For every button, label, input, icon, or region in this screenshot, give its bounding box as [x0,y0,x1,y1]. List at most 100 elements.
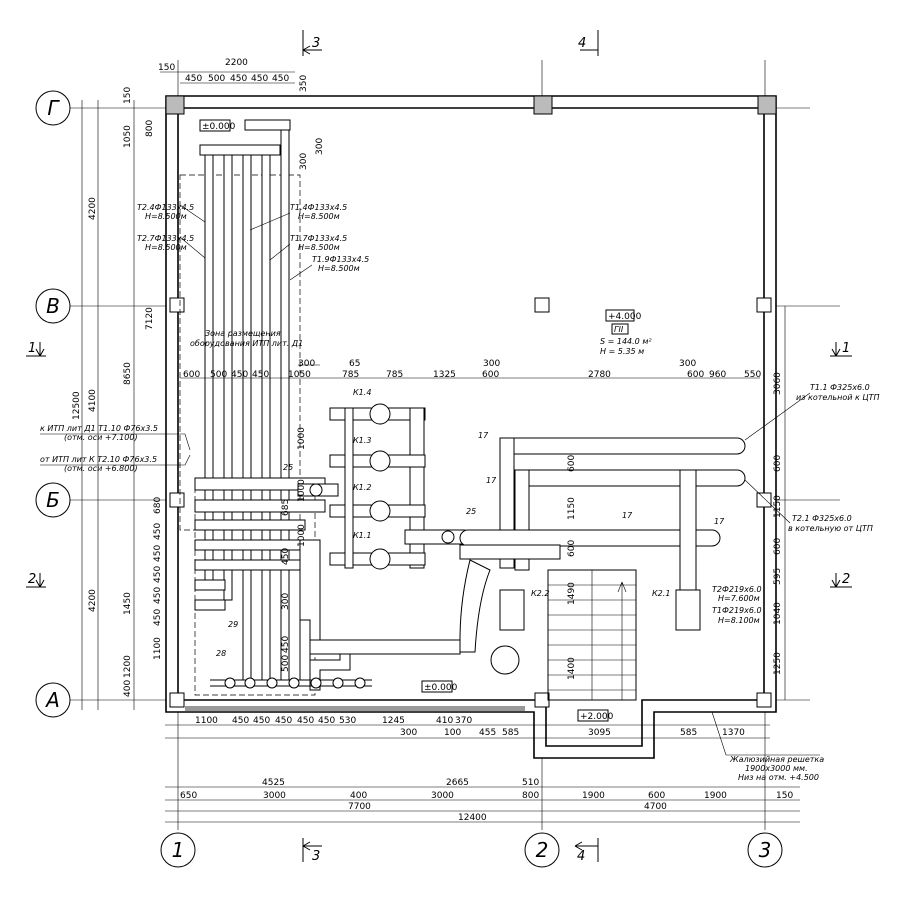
svg-text:450: 450 [252,370,269,380]
svg-text:к ИТП лит Д1 Т1.10 Ф76х3.5: к ИТП лит Д1 Т1.10 Ф76х3.5 [40,424,158,433]
svg-text:А: А [44,688,60,712]
svg-text:450: 450 [232,716,249,726]
svg-text:600: 600 [687,370,704,380]
svg-text:7120: 7120 [145,307,155,330]
svg-text:1150: 1150 [567,497,577,520]
svg-text:Н=8.500м: Н=8.500м [145,243,187,252]
svg-text:2200: 2200 [225,58,248,68]
svg-text:65: 65 [349,359,360,369]
section-mark-1-right: 1 [842,341,850,356]
svg-text:500: 500 [210,370,227,380]
walls [165,95,777,759]
svg-text:1000: 1000 [297,479,307,502]
svg-text:400: 400 [123,680,133,697]
axis-bubbles: Г В Б А 1 2 3 [35,90,783,868]
svg-text:4200: 4200 [88,197,98,220]
axis-row-g: Г [35,90,71,126]
svg-text:К2.2: К2.2 [531,589,549,598]
svg-text:300: 300 [400,728,417,738]
svg-text:3000: 3000 [431,791,454,801]
svg-text:1: 1 [172,838,185,862]
svg-text:в котельную от ЦТП: в котельную от ЦТП [788,524,873,533]
svg-text:Н=8.500м: Н=8.500м [298,243,340,252]
svg-text:28: 28 [216,649,226,658]
svg-text:Т1.4Ф133х4.5: Т1.4Ф133х4.5 [290,203,347,212]
section-mark-2-right: 2 [842,572,850,587]
svg-text:685: 685 [281,499,291,516]
svg-text:450: 450 [185,74,202,84]
svg-text:455: 455 [479,728,496,738]
svg-text:3060: 3060 [773,372,783,395]
svg-text:Г: Г [47,96,60,120]
svg-text:595: 595 [773,568,783,585]
svg-text:450: 450 [275,716,292,726]
svg-text:300: 300 [299,153,309,170]
svg-text:17: 17 [486,476,497,485]
svg-text:1200: 1200 [123,655,133,678]
svg-text:25: 25 [466,507,476,516]
dimensions-top: 150 2200 450 500 450 450 450 350 800 300… [145,58,325,170]
svg-text:Н=8.500м: Н=8.500м [318,264,360,273]
svg-text:300: 300 [483,359,500,369]
svg-text:Т1.7Ф133х4.5: Т1.7Ф133х4.5 [290,234,347,243]
svg-text:(отм. оси +7.100): (отм. оси +7.100) [64,433,138,442]
level-marks: ±0.000 ±0.000 +4.000 +2.000 [199,119,642,722]
svg-text:2665: 2665 [446,778,469,788]
svg-text:оборудования ИТП лит. Д1: оборудования ИТП лит. Д1 [190,339,303,348]
svg-text:12400: 12400 [458,813,487,823]
svg-text:150: 150 [158,63,175,73]
svg-text:Н=8.100м: Н=8.100м [718,616,760,625]
svg-text:450: 450 [251,74,268,84]
room-label: ГII S = 144.0 м² H = 5.35 м [600,323,652,356]
svg-text:150: 150 [123,87,133,104]
svg-text:530: 530 [339,716,356,726]
svg-text:3: 3 [759,838,772,862]
svg-text:1150: 1150 [773,495,783,518]
svg-text:29: 29 [228,620,238,629]
svg-text:585: 585 [680,728,697,738]
section-mark-4-top: 4 [578,36,586,51]
svg-text:1400: 1400 [567,657,577,680]
svg-text:1490: 1490 [567,582,577,605]
svg-text:Низ на отм. +4.500: Низ на отм. +4.500 [738,773,819,782]
svg-text:800: 800 [522,791,539,801]
svg-text:25: 25 [283,463,293,472]
dimensions-inner: 300 65 300 300 600 500 450 450 1050 785 … [180,359,761,680]
svg-text:К1.3: К1.3 [353,436,371,445]
stair-treads [548,584,636,691]
svg-text:от ИТП лит К Т2.10 Ф76х3.5: от ИТП лит К Т2.10 Ф76х3.5 [40,455,157,464]
level-bottom: ±0.000 [424,683,458,693]
staircase [547,569,637,701]
svg-text:12500: 12500 [72,391,82,420]
svg-text:600: 600 [482,370,499,380]
svg-text:680: 680 [153,497,163,514]
svg-text:1100: 1100 [153,637,163,660]
svg-text:1000: 1000 [297,427,307,450]
section-mark-4-bottom: 4 [577,849,585,864]
svg-text:2780: 2780 [588,370,611,380]
svg-text:450: 450 [231,370,248,380]
dimensions-bottom: 1100 450 450 450 450 450 530 1245 410 37… [165,716,800,823]
main-pipes [210,437,746,691]
svg-text:4200: 4200 [88,589,98,612]
svg-text:1050: 1050 [123,125,133,148]
svg-text:600: 600 [648,791,665,801]
axis-col-3: 3 [747,832,783,868]
svg-text:из котельной к ЦТП: из котельной к ЦТП [796,393,880,402]
svg-text:350: 350 [299,75,309,92]
pipe-labels: Т2.4Ф133х4.5 Н=8.500м Т2.7Ф133х4.5 Н=8.5… [40,203,880,625]
svg-text:1100: 1100 [195,716,218,726]
level-stair: +2.000 [580,712,614,722]
svg-text:450: 450 [253,716,270,726]
svg-text:4100: 4100 [88,389,98,412]
section-mark-3-bottom: 3 [312,849,320,864]
svg-text:17: 17 [478,431,489,440]
svg-text:450: 450 [153,545,163,562]
svg-text:S = 144.0 м²: S = 144.0 м² [600,337,652,346]
svg-text:1370: 1370 [722,728,745,738]
svg-text:1050: 1050 [288,370,311,380]
svg-text:1900х3000 мм.: 1900х3000 мм. [745,764,808,773]
svg-text:450: 450 [318,716,335,726]
svg-text:600: 600 [183,370,200,380]
